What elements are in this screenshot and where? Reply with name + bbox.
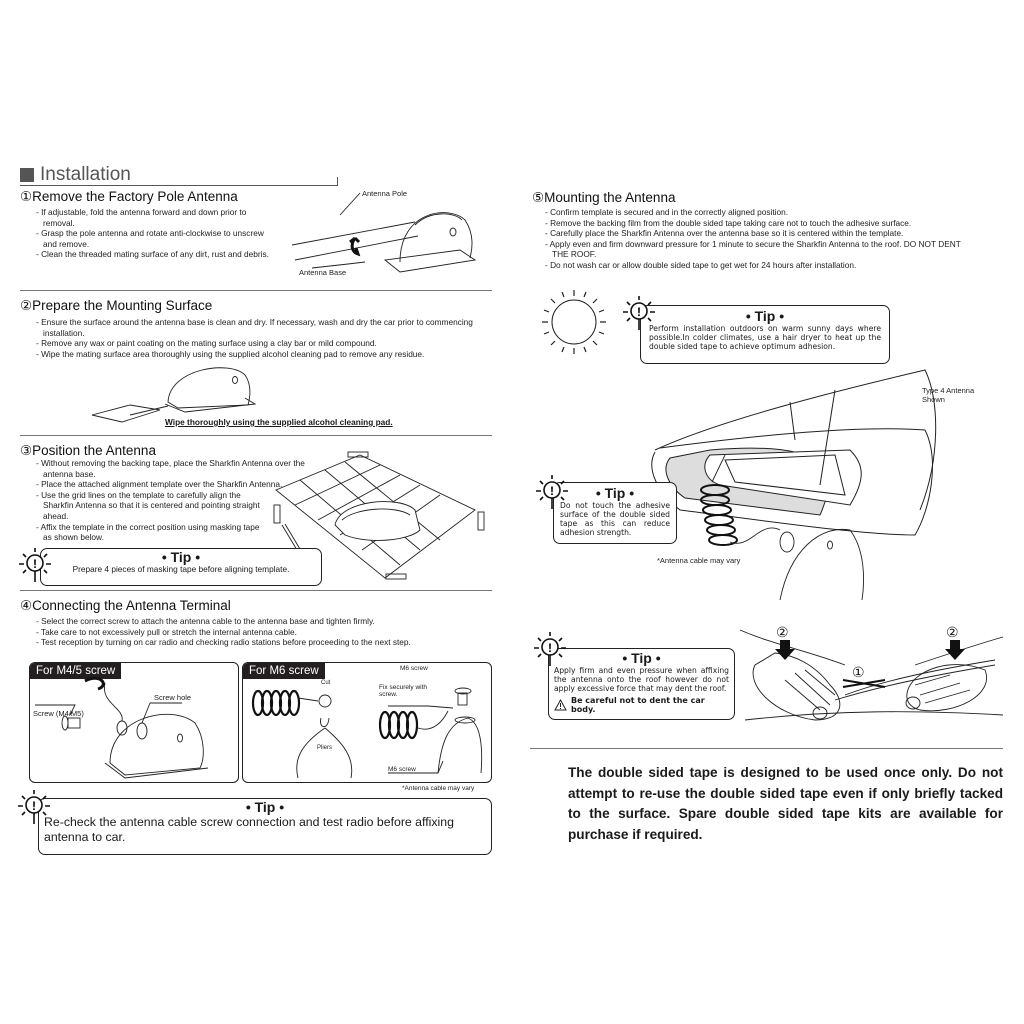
label-antenna-pole: Antenna Pole — [362, 189, 408, 198]
marker-press-right: ② — [946, 624, 959, 640]
bullet: - Test reception by turning on car radio… — [36, 637, 411, 648]
step-4-title: ④Connecting the Antenna Terminal — [20, 598, 231, 613]
bullet: - Use the grid lines on the template to … — [36, 489, 260, 521]
label-m6-screw-top: M6 screw — [400, 665, 428, 672]
tip-title: • Tip • — [745, 308, 785, 324]
step-5-title: ⑤Mounting the Antenna — [532, 190, 676, 205]
step-2-bullets: - Ensure the surface around the antenna … — [34, 317, 484, 359]
step-3-title: ③Position the Antenna — [20, 443, 156, 458]
lightbulb-icon: ! — [19, 548, 51, 582]
cable-note: *Antenna cable may vary — [402, 785, 475, 792]
svg-text:!: ! — [550, 484, 554, 498]
tip-box-masking: • Tip • Prepare 4 pieces of masking tape… — [40, 548, 322, 586]
sun-icon — [542, 290, 606, 354]
label-screw-m4m5: Screw (M4/M5) — [33, 709, 84, 718]
tip-text: Apply firm and even pressure when affixi… — [554, 666, 729, 693]
bullet: - Wipe the mating surface area thoroughl… — [36, 348, 425, 359]
bullet: - If adjustable, fold the antenna forwar… — [36, 207, 247, 228]
bullet: - Affix the template in the correct posi… — [36, 521, 260, 543]
panel-header: For M4/5 screw — [30, 663, 122, 679]
title-underline — [20, 185, 338, 186]
divider — [20, 590, 492, 591]
label-fix-securely: Fix securely with screw. — [379, 684, 428, 698]
lightbulb-icon: ! — [536, 475, 568, 509]
bullet: - Do not wash car or allow double sided … — [545, 259, 857, 270]
label-cut: Cut — [321, 680, 331, 686]
warning-row: Be careful not to dent the car body. — [549, 693, 734, 714]
m45-screw-illustration — [35, 676, 209, 779]
step-3-bullets: - Without removing the backing tape, pla… — [34, 458, 309, 543]
marker-press-left: ② — [776, 624, 789, 640]
bullet: - Select the correct screw to attach the… — [36, 616, 375, 626]
cleaning-caption: Wipe thoroughly using the supplied alcoh… — [165, 417, 393, 427]
svg-text:!: ! — [637, 305, 641, 319]
label-pliers: Pliers — [317, 745, 333, 751]
bullet: - Grasp the pole antenna and rotate anti… — [36, 228, 264, 249]
bullet: - Clean the threaded mating surface of a… — [36, 249, 269, 260]
tip-text: Prepare 4 pieces of masking tape before … — [72, 564, 290, 574]
tip-box-recheck: • Tip • Re-check the antenna cable screw… — [38, 798, 492, 855]
tip-title: • Tip • — [245, 799, 285, 815]
divider — [20, 290, 492, 291]
template-grid-illustration — [273, 451, 485, 580]
tip-title: • Tip • — [595, 485, 635, 501]
lightbulb-icon: ! — [534, 632, 566, 666]
section-title: Installation — [20, 164, 131, 186]
label-screw-hole: Screw hole — [154, 693, 192, 702]
svg-text:!: ! — [33, 557, 37, 571]
hands-pressing-illustration — [739, 629, 1004, 721]
bullet: - Take care to not excessively pull or s… — [36, 626, 297, 637]
panel-m6-screw: For M6 screw Cut Pliers M6 screw Fix sec… — [242, 662, 492, 783]
bullet: - Remove any wax or paint coating on the… — [36, 338, 377, 349]
step-5-bullets: - Confirm template is secured and in the… — [543, 207, 993, 271]
tip-box-sunny: • Tip • Perform installation outdoors on… — [640, 305, 890, 364]
divider — [20, 435, 492, 436]
section-square-icon — [20, 168, 34, 182]
cleaning-pad-illustration — [91, 367, 257, 423]
step-4-bullets: - Select the correct screw to attach the… — [34, 616, 489, 648]
lightbulb-icon: ! — [18, 790, 50, 824]
panel-header: For M6 screw — [243, 663, 325, 679]
section-title-text: Installation — [40, 164, 131, 185]
m6-screw-illustration — [251, 687, 483, 779]
warning-text: Be careful not to dent the car body. — [571, 696, 705, 714]
single-use-tape-note: The double sided tape is designed to be … — [568, 765, 1003, 842]
bullet: - Ensure the surface around the antenna … — [36, 317, 473, 338]
label-type-4: Type 4 Antenna Shown — [922, 386, 975, 404]
step-1-bullets: - If adjustable, fold the antenna forwar… — [34, 207, 274, 260]
divider — [530, 748, 1003, 749]
tip-text: Perform installation outdoors on warm su… — [649, 324, 881, 351]
tip-box-adhesive: • Tip • Do not touch the adhesive surfac… — [553, 482, 677, 544]
tip-text: Re-check the antenna cable screw connect… — [44, 815, 454, 844]
tip-text: Do not touch the adhesive surface of the… — [560, 501, 670, 537]
step-2-title: ②Prepare the Mounting Surface — [20, 298, 213, 313]
lightbulb-icon: ! — [623, 296, 655, 330]
marker-slide: ① — [852, 664, 865, 680]
tip-title: • Tip • — [161, 549, 201, 565]
title-underline-tick — [337, 177, 338, 186]
step-1-title: ①Remove the Factory Pole Antenna — [20, 189, 238, 204]
bullet: - Confirm template is secured and in the… — [545, 207, 789, 217]
bullet: - Carefully place the Sharkfin Antenna o… — [545, 228, 904, 239]
label-m6-screw-bottom: M6 screw — [388, 766, 416, 773]
panel-m45-screw: For M4/5 screw Screw hole Screw (M4/M5) — [29, 662, 239, 783]
warning-triangle-icon — [554, 698, 567, 711]
sharkfin-underside-illustration — [651, 369, 937, 601]
tip-box-pressure: • Tip • Apply firm and even pressure whe… — [548, 648, 735, 720]
cable-note: *Antenna cable may vary — [657, 556, 741, 565]
bullet: - Apply even and firm downward pressure … — [545, 238, 961, 260]
svg-text:!: ! — [32, 799, 36, 813]
svg-text:!: ! — [548, 641, 552, 655]
label-antenna-base: Antenna Base — [299, 268, 347, 277]
tip-title: • Tip • — [622, 650, 661, 666]
bullet: - Remove the backing film from the doubl… — [545, 217, 912, 228]
bullet: - Without removing the backing tape, pla… — [36, 458, 305, 479]
pole-antenna-illustration — [291, 192, 477, 273]
bullet: - Place the attached alignment template … — [36, 479, 283, 490]
